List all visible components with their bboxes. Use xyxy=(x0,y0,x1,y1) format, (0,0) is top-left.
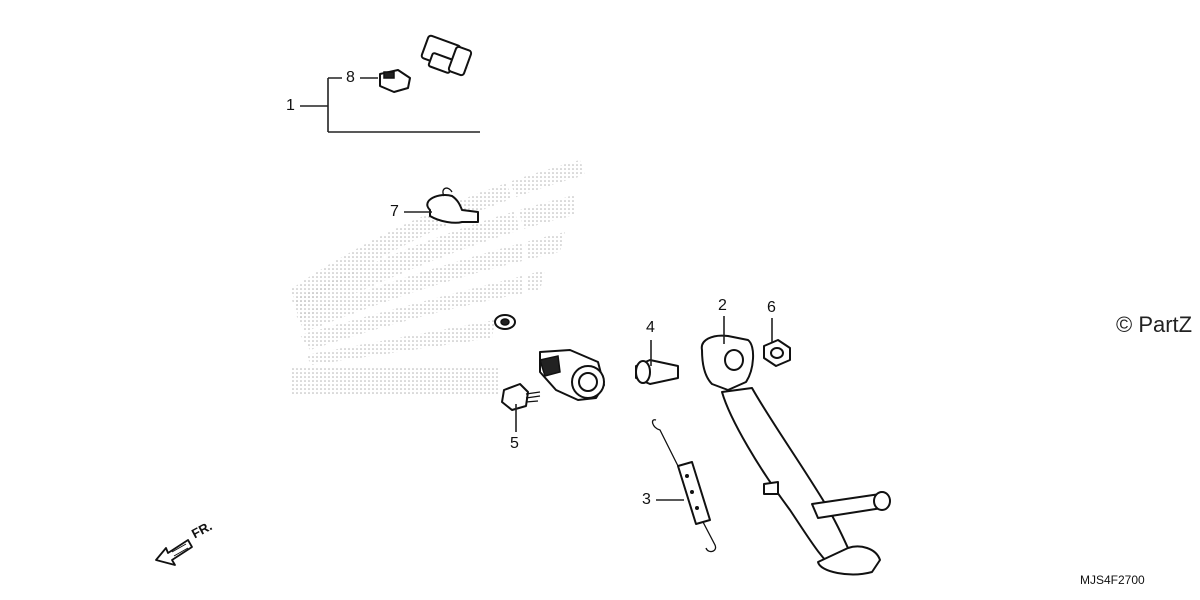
front-arrow-icon xyxy=(155,539,193,566)
band-clamp xyxy=(426,187,479,224)
callout-6: 6 xyxy=(767,299,776,316)
diagram-code: MJS4F2700 xyxy=(1080,573,1145,587)
callout-2: 2 xyxy=(718,297,727,314)
lock-nut-6 xyxy=(763,339,791,367)
callout-7: 7 xyxy=(390,203,399,220)
leader-lines xyxy=(300,77,773,501)
side-stand-2 xyxy=(700,334,891,576)
copyright-watermark: © PartZ xyxy=(1116,312,1193,337)
harness-clip xyxy=(379,69,411,93)
pivot-bolt-4 xyxy=(635,359,679,385)
callout-5: 5 xyxy=(510,435,519,452)
flange-bolt-5 xyxy=(501,383,541,411)
stand-spring-3 xyxy=(651,419,717,553)
callout-4: 4 xyxy=(646,319,655,336)
callout-3: 3 xyxy=(642,491,651,508)
callout-8: 8 xyxy=(346,69,355,86)
side-stand-switch-harness xyxy=(420,34,605,401)
callout-1: 1 xyxy=(286,97,295,114)
